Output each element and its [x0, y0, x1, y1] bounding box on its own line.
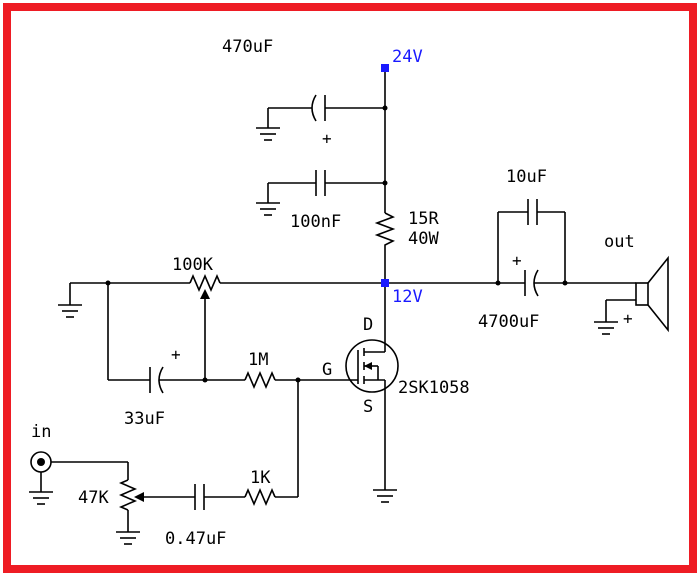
capacitor-470uf — [256, 94, 388, 141]
label-1m: 1M — [248, 350, 268, 370]
label-10uf: 10uF — [506, 167, 547, 187]
plus-470uf: + — [322, 129, 332, 148]
speaker-icon — [594, 255, 669, 335]
input-jack-icon — [29, 451, 128, 505]
label-100k: 100K — [172, 255, 214, 275]
ground-source — [373, 489, 397, 503]
bias-network — [107, 283, 301, 497]
label-in: in — [31, 422, 51, 442]
label-d: D — [363, 315, 373, 335]
label-2sk1058: 2SK1058 — [398, 378, 470, 398]
label-24v: 24V — [392, 47, 423, 67]
capacitor-100nf — [256, 170, 388, 216]
input-coupling — [194, 484, 298, 510]
mid-bias-line — [58, 280, 525, 318]
label-4700uf: 4700uF — [478, 312, 539, 332]
output-capacitors — [495, 199, 636, 297]
label-15r: 15R — [408, 209, 439, 229]
node-24v — [381, 64, 389, 72]
mosfet-2sk1058 — [298, 339, 399, 393]
label-s: S — [363, 397, 373, 417]
label-out: out — [604, 232, 635, 252]
label-g: G — [322, 360, 332, 380]
label-40w: 40W — [408, 229, 439, 249]
label-33uf: 33uF — [124, 409, 165, 429]
label-47k: 47K — [78, 488, 109, 508]
plus-4700uf: + — [512, 251, 522, 270]
potentiometer-47k — [116, 462, 195, 545]
label-047uf: 0.47uF — [165, 529, 226, 549]
label-12v: 12V — [392, 287, 423, 307]
resistor-15r — [374, 212, 396, 250]
label-470uf: 470uF — [222, 37, 273, 57]
plus-speaker: + — [623, 309, 633, 328]
label-1k: 1K — [250, 468, 271, 488]
node-12v — [381, 279, 389, 287]
plus-33uf: + — [171, 345, 181, 364]
label-100nf: 100nF — [290, 212, 341, 232]
trimmer-100k — [189, 273, 221, 380]
frame-border — [3, 3, 697, 573]
